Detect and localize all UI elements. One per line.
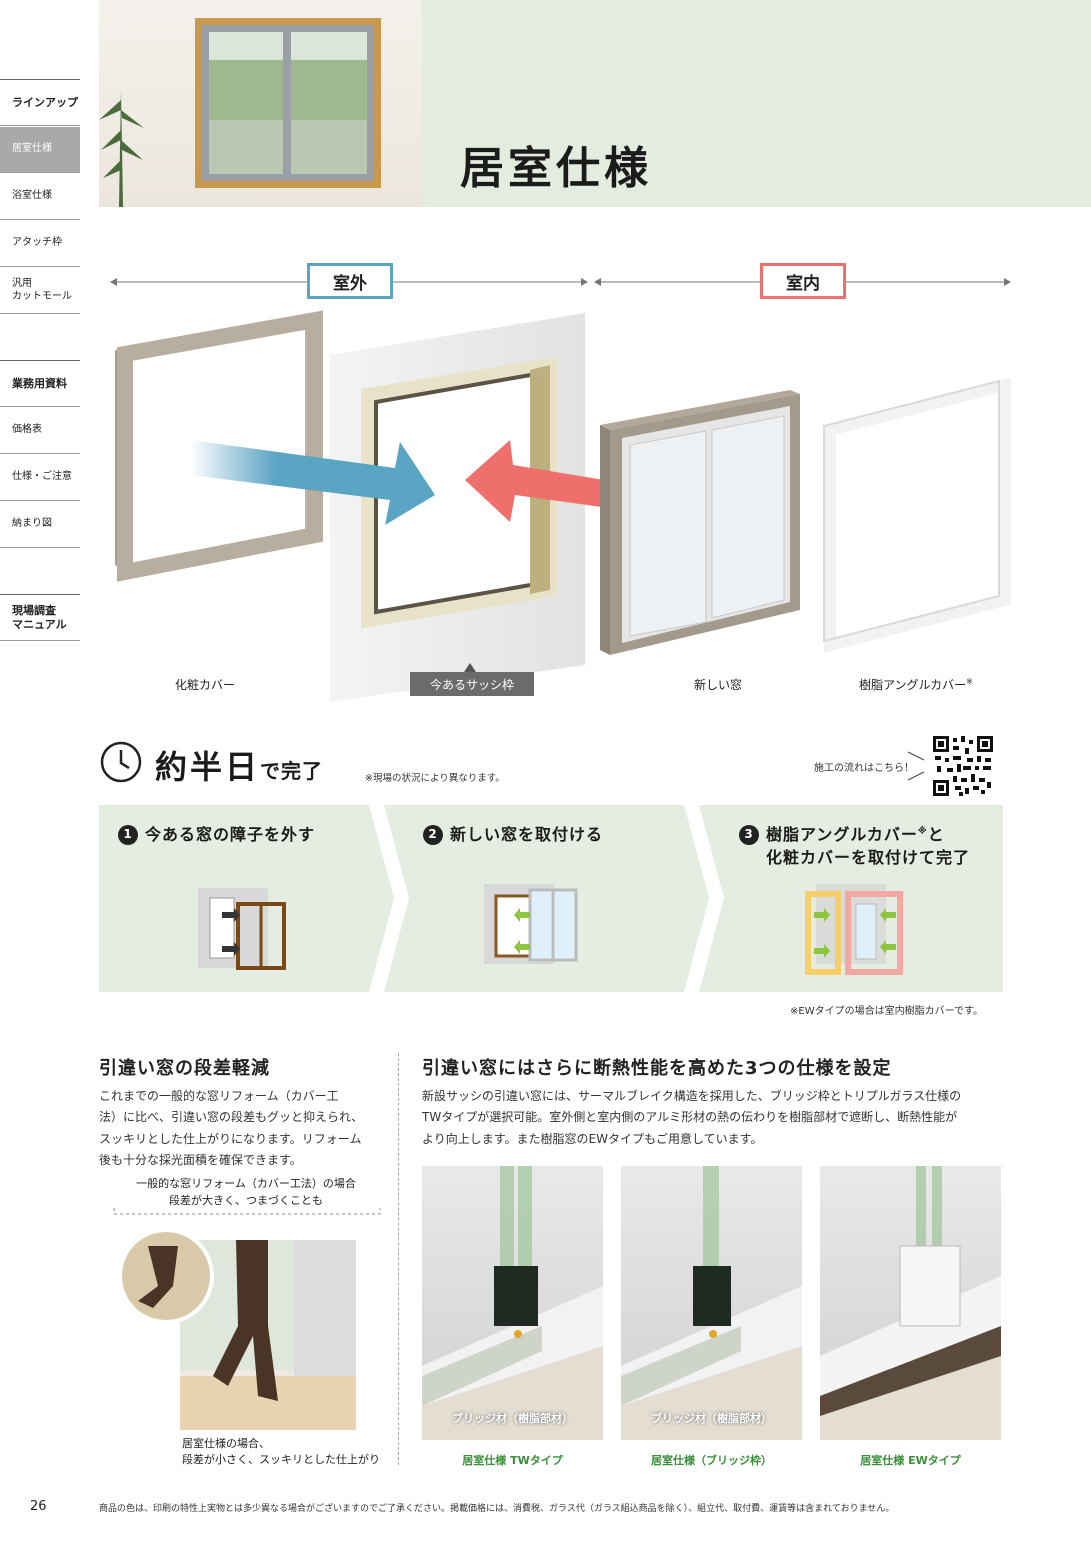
step-2-illustration bbox=[484, 884, 578, 964]
clock-icon bbox=[100, 741, 142, 783]
qr-pointer-lines bbox=[907, 751, 925, 781]
sidebar-group-lineup: ラインアップ 居室仕様 浴室仕様 アタッチ枠 汎用 カットモール bbox=[0, 79, 80, 314]
sidebar-item-specs-notes[interactable]: 仕様・ご注意 bbox=[0, 455, 80, 501]
part-caption-new-window: 新しい窓 bbox=[694, 678, 743, 692]
step-chevrons bbox=[369, 805, 724, 992]
living-room-caption: 居室仕様の場合、 段差が小さく、スッキリとした仕上がり bbox=[182, 1437, 380, 1466]
resin-angle-cover bbox=[823, 377, 1011, 653]
indoor-tag: 室内 bbox=[760, 263, 846, 299]
sidebar-item-bathroom[interactable]: 浴室仕様 bbox=[0, 174, 80, 220]
bridge-frame-caption: 居室仕様（ブリッジ枠） bbox=[651, 1454, 772, 1467]
tw-type-caption: 居室仕様 TWタイプ bbox=[462, 1454, 563, 1467]
sidebar-group-business: 業務用資料 価格表 仕様・ご注意 納まり図 bbox=[0, 360, 80, 548]
room-window-illustration bbox=[99, 18, 381, 207]
left-section-heading: 引違い窓の段差軽減 bbox=[99, 1058, 270, 1079]
tw-type-panel: ブリッジ材（樹脂部材） bbox=[422, 1166, 603, 1440]
part-caption-existing-sash: 今あるサッシ枠 bbox=[410, 672, 534, 696]
sidebar-item-business-docs[interactable]: 業務用資料 bbox=[0, 361, 80, 407]
header-photo bbox=[99, 0, 422, 207]
new-window bbox=[600, 390, 800, 655]
completion-note: ※現場の状況により異なります。 bbox=[365, 773, 505, 784]
steps-footnote: ※EWタイプの場合は室内樹脂カバーです。 bbox=[790, 1006, 983, 1017]
page-title: 居室仕様 bbox=[460, 143, 652, 194]
part-caption-resin-angle-cover: 樹脂アングルカバー※ bbox=[859, 677, 973, 692]
completion-heading: 約半日で完了 bbox=[155, 748, 324, 786]
step-comparison-illustration bbox=[118, 1228, 356, 1430]
sidebar-item-survey-manual[interactable]: 現場調査 マニュアル bbox=[0, 595, 80, 641]
right-section-heading: 引違い窓にはさらに断熱性能を高めた3つの仕様を設定 bbox=[422, 1058, 892, 1079]
direction-axis bbox=[110, 278, 1011, 286]
sidebar-item-attach-frame[interactable]: アタッチ枠 bbox=[0, 221, 80, 267]
ew-type-caption: 居室仕様 EWタイプ bbox=[860, 1454, 961, 1467]
part-caption-decor-cover: 化粧カバー bbox=[175, 678, 236, 692]
sidebar-item-cut-molding[interactable]: 汎用 カットモール bbox=[0, 268, 80, 314]
callout-general-reform: 一般的な窓リフォーム（カバー工法）の場合 段差が大きく、つまづくことも bbox=[136, 1177, 356, 1207]
step-3-illustration bbox=[805, 884, 903, 975]
sidebar-item-lineup[interactable]: ラインアップ bbox=[0, 80, 80, 126]
left-section-body: これまでの一般的な窓リフォーム（カバー工 法）に比べ、引違い窓の段差もグッと抑え… bbox=[99, 1089, 364, 1168]
footer-note: 商品の色は、印刷の特性上実物とは多少異なる場合がございますのでご了承ください。掲… bbox=[99, 1504, 895, 1514]
section-divider bbox=[398, 1053, 399, 1465]
page-number: 26 bbox=[30, 1499, 47, 1514]
right-section-body: 新設サッシの引違い窓には、サーマルブレイク構造を採用した、ブリッジ枠とトリプルガ… bbox=[422, 1089, 962, 1146]
bridge-frame-panel: ブリッジ材（樹脂部材） bbox=[621, 1166, 802, 1440]
sidebar-group-survey: 現場調査 マニュアル bbox=[0, 594, 80, 641]
sidebar-item-living-room[interactable]: 居室仕様 bbox=[0, 127, 80, 173]
qr-guide-text: 施工の流れはこちら！ bbox=[814, 763, 914, 774]
outdoor-tag: 室外 bbox=[307, 263, 393, 299]
callout-bracket bbox=[113, 1208, 381, 1215]
sidebar-item-drawings[interactable]: 納まり図 bbox=[0, 502, 80, 548]
qr-code-icon[interactable] bbox=[933, 736, 993, 796]
ew-type-panel bbox=[820, 1166, 1001, 1440]
sidebar-item-price-list[interactable]: 価格表 bbox=[0, 408, 80, 454]
step-1-illustration bbox=[198, 888, 286, 970]
exploded-window-diagram bbox=[115, 310, 1011, 702]
heat-arrow-outdoor bbox=[190, 440, 435, 525]
